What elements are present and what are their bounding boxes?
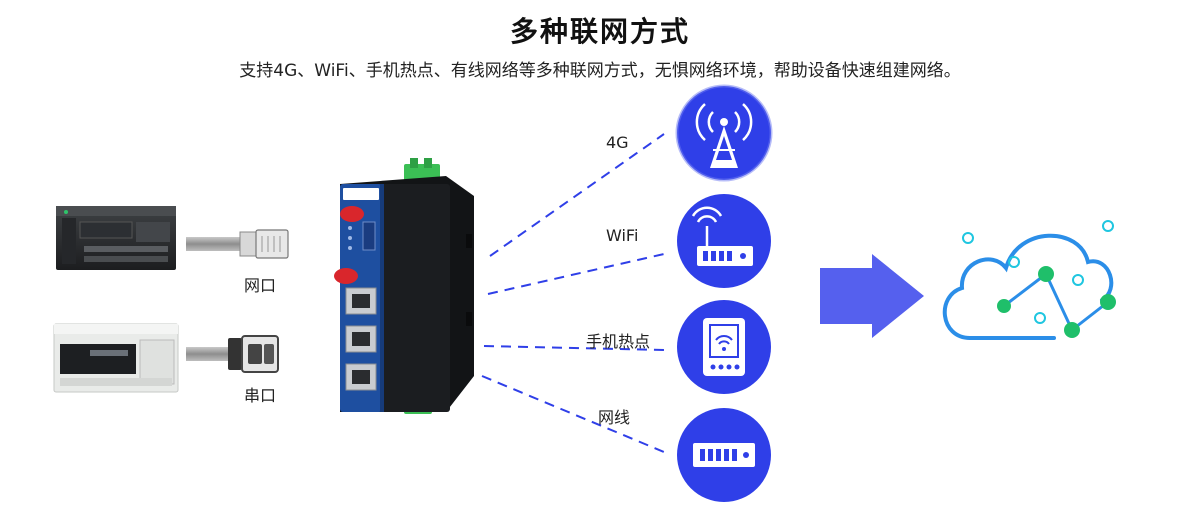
connection-label-ethernet: 网线 [598, 408, 631, 427]
serial-port-label: 串口 [244, 386, 277, 405]
ethernet-cable [186, 229, 289, 259]
cell-tower-icon [675, 84, 773, 182]
plc-serial-device [53, 323, 179, 393]
cloud-icon [942, 220, 1116, 340]
page-title: 多种联网方式 [509, 15, 690, 48]
ethernet-port-label: 网口 [244, 276, 277, 295]
router-device [334, 158, 474, 414]
link-line-hotspot [483, 345, 665, 351]
link-line-4g [489, 133, 665, 257]
link-line-wifi [487, 253, 665, 295]
flow-arrow [820, 254, 924, 338]
ethernet-switch-icon [677, 408, 771, 502]
link-line-ethernet [481, 375, 665, 453]
phone-hotspot-icon [677, 300, 771, 394]
plc-ethernet-device [56, 206, 176, 270]
wifi-router-icon [677, 194, 771, 288]
connection-label-hotspot: 手机热点 [586, 332, 651, 351]
connection-label-wifi: WiFi [606, 226, 639, 245]
connection-label-4g: 4G [606, 133, 629, 152]
serial-cable [186, 335, 279, 373]
page-subtitle: 支持4G、WiFi、手机热点、有线网络等多种联网方式，无惧网络环境，帮助设备快速… [239, 61, 961, 81]
